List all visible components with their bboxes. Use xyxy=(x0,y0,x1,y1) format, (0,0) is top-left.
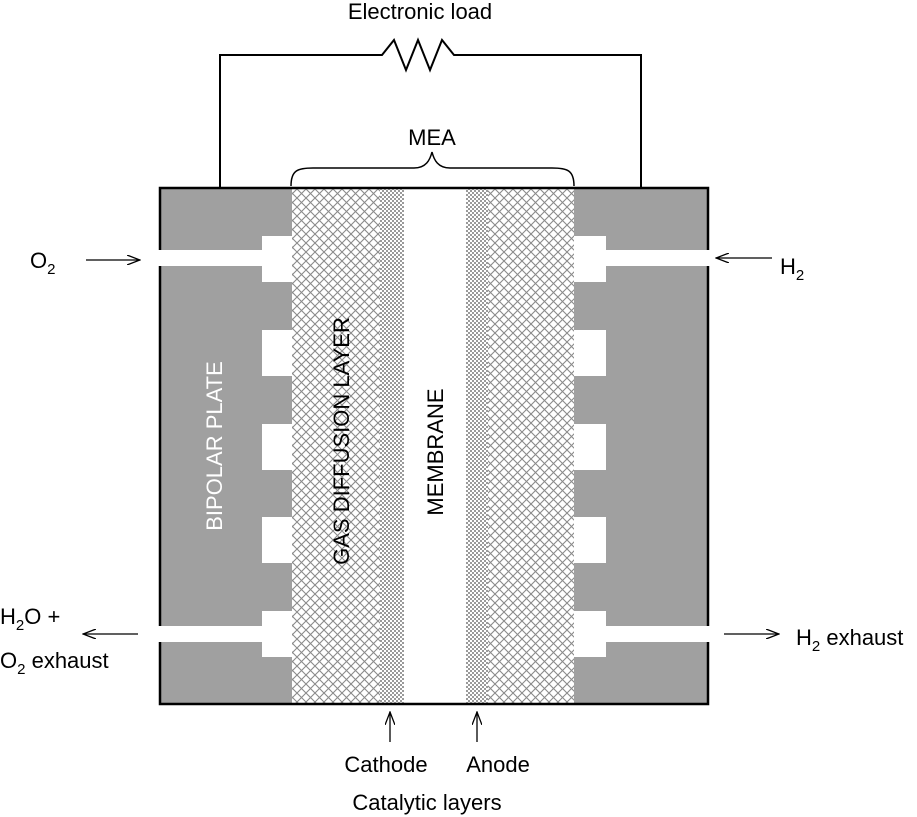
mea-brace xyxy=(290,151,575,187)
left-channel-4 xyxy=(262,517,292,563)
gas-diffusion-layer-cathode xyxy=(292,188,380,704)
membrane-label: MEMBRANE xyxy=(423,388,448,515)
gas-diffusion-layer-label: GAS DIFFUSION LAYER xyxy=(329,317,354,565)
right-channel-3 xyxy=(574,424,606,470)
cathode-label: Cathode xyxy=(344,752,427,777)
left-channel-2 xyxy=(262,330,292,376)
o2-exhaust-label: O2 exhaust xyxy=(0,648,109,678)
h2-inlet-label: H2 xyxy=(780,254,804,284)
cell-outline xyxy=(158,186,710,706)
h2o-exhaust-label: H2O + xyxy=(0,604,60,634)
left-channel-5 xyxy=(262,611,292,657)
circuit-wire xyxy=(219,37,642,188)
electronic-load-label: Electronic load xyxy=(348,0,492,24)
left-inlet-channel xyxy=(160,250,265,266)
left-flow-channels xyxy=(160,236,292,657)
gas-diffusion-layer-anode xyxy=(488,188,574,704)
catalytic-layer-cathode xyxy=(380,188,404,704)
h2-exhaust-label: H2 exhaust xyxy=(796,625,903,655)
right-inlet-channel xyxy=(603,250,708,266)
left-channel-3 xyxy=(262,424,292,470)
bipolar-plate-label: BIPOLAR PLATE xyxy=(202,361,227,531)
right-flow-channels xyxy=(574,236,708,657)
catalytic-layer-anode xyxy=(466,188,488,704)
right-outlet-channel xyxy=(603,626,708,642)
right-channel-2 xyxy=(574,330,606,376)
left-outlet-channel xyxy=(160,626,265,642)
right-channel-4 xyxy=(574,517,606,563)
catalytic-layers-label: Catalytic layers xyxy=(352,790,501,815)
o2-inlet-label: O2 xyxy=(30,248,55,278)
anode-label: Anode xyxy=(466,752,530,777)
mea-label: MEA xyxy=(408,125,456,150)
right-channel-5 xyxy=(574,611,606,657)
right-channel-1 xyxy=(574,236,606,282)
membrane xyxy=(404,188,466,704)
left-channel-1 xyxy=(262,236,292,282)
